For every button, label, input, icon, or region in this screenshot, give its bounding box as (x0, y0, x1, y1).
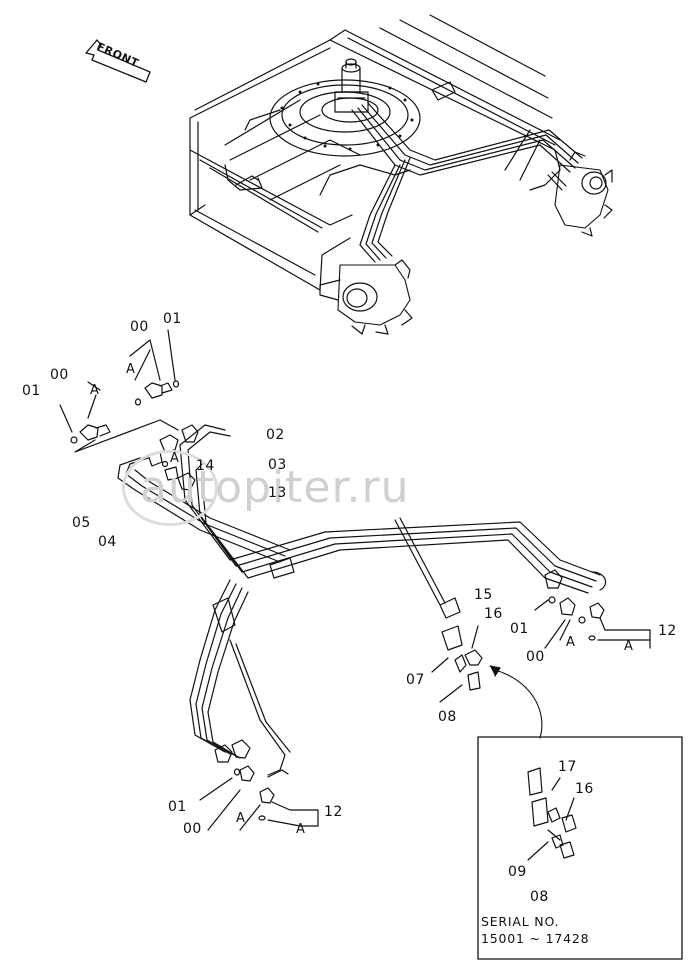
part-label-04: 04 (98, 534, 117, 550)
fitting-group-lower (199, 739, 319, 831)
part-label-a: A (566, 635, 576, 650)
part-label-08: 08 (530, 889, 549, 905)
watermark: autopiter.ru (140, 462, 410, 513)
part-label-08: 08 (438, 709, 457, 725)
frame-pipes (351, 102, 583, 263)
part-label-a: A (624, 639, 634, 654)
part-label-09: 09 (508, 864, 527, 880)
travel-motor-right (554, 151, 613, 237)
serial-range: 15001 ~ 17428 (481, 931, 590, 946)
watermark-logo-icon (122, 450, 218, 526)
part-label-a: A (126, 362, 136, 377)
part-label-00: 00 (130, 319, 149, 335)
part-label-12: 12 (324, 804, 343, 820)
serial-number-block: SERIAL NO. 15001 ~ 17428 (481, 913, 589, 947)
part-label-12: 12 (658, 623, 677, 639)
part-label-05: 05 (72, 515, 91, 531)
part-label-13: 13 (268, 485, 287, 501)
part-label-01: 01 (168, 799, 187, 815)
part-label-14: 14 (196, 458, 215, 474)
part-label-15: 15 (474, 587, 493, 603)
part-label-02: 02 (266, 427, 285, 443)
part-label-07: 07 (406, 672, 425, 688)
fitting-group-right (534, 569, 651, 649)
part-label-a: A (90, 383, 100, 398)
detail-box (477, 736, 683, 960)
front-arrow-icon (85, 39, 151, 83)
part-label-17: 17 (558, 759, 577, 775)
part-label-16: 16 (484, 606, 503, 622)
part-label-01: 01 (510, 621, 529, 637)
part-label-a: A (236, 811, 246, 826)
part-label-a: A (170, 451, 180, 466)
clamp-assembly (394, 517, 543, 739)
part-label-01: 01 (163, 311, 182, 327)
part-label-00: 00 (183, 821, 202, 837)
part-label-00: 00 (526, 649, 545, 665)
part-label-00: 00 (50, 367, 69, 383)
part-label-a: A (296, 822, 306, 837)
part-label-03: 03 (268, 457, 287, 473)
part-label-01: 01 (22, 383, 41, 399)
track-frame-drawing (189, 14, 561, 291)
travel-motor-left (319, 259, 413, 335)
part-label-16: 16 (575, 781, 594, 797)
serial-label: SERIAL NO. (481, 914, 560, 929)
